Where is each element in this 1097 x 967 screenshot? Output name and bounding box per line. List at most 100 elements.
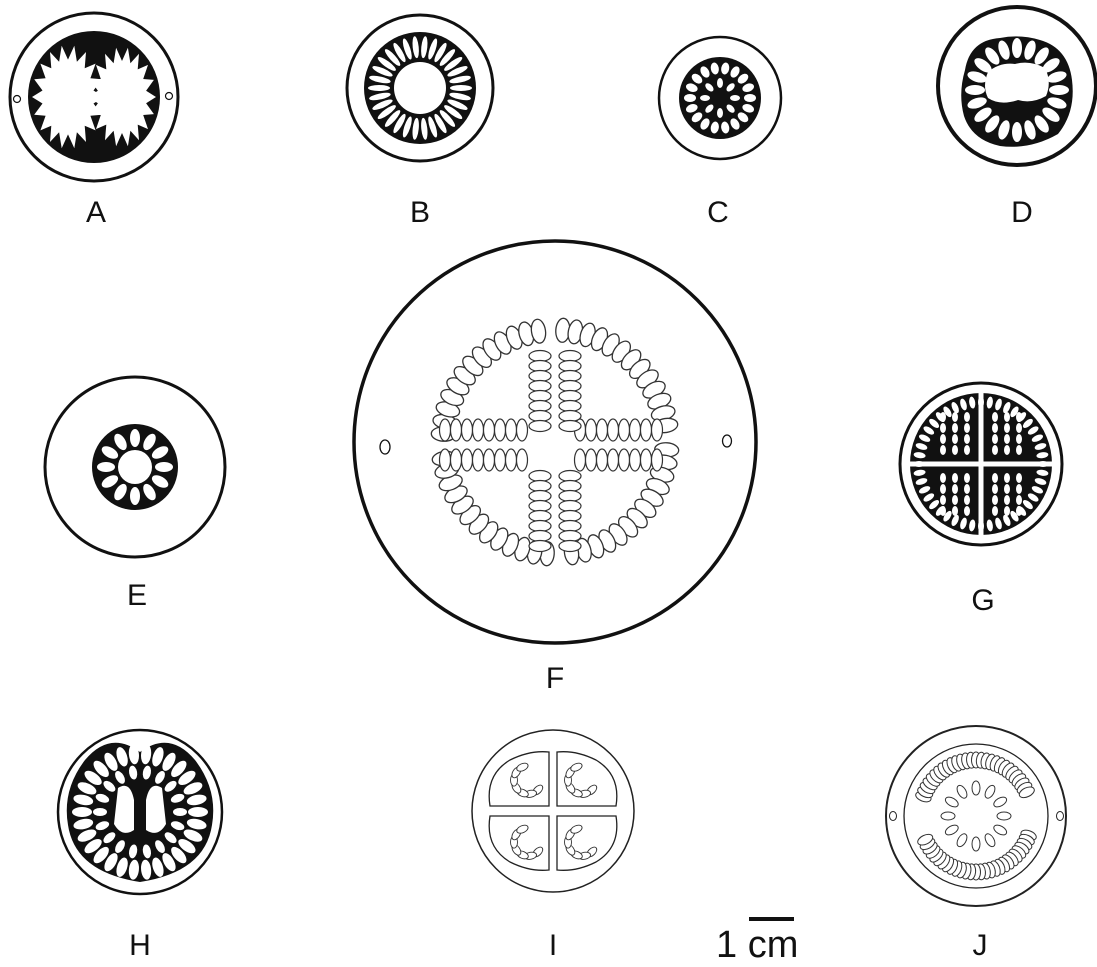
seed: [451, 419, 462, 441]
seed: [1004, 495, 1010, 505]
seed: [992, 445, 998, 455]
seed: [1012, 122, 1022, 142]
seed: [630, 449, 641, 471]
seed: [559, 421, 581, 432]
seed: [586, 449, 597, 471]
seed: [155, 462, 173, 472]
seed: [559, 371, 581, 382]
seed: [1016, 495, 1022, 505]
seed: [450, 85, 472, 91]
label-e: E: [127, 579, 147, 612]
seed: [517, 419, 528, 441]
section-e: E: [45, 377, 225, 612]
seed: [473, 419, 484, 441]
seed: [1016, 484, 1022, 494]
seed: [1004, 423, 1010, 433]
seed: [992, 412, 998, 422]
seed: [529, 511, 551, 522]
seed: [93, 808, 107, 816]
seed: [913, 461, 925, 467]
seed: [368, 85, 390, 91]
seed: [717, 108, 723, 118]
seed: [641, 419, 652, 441]
section-h: H: [58, 730, 222, 962]
seed: [940, 484, 946, 494]
seed: [173, 808, 187, 816]
scale-bar: 1 cm: [716, 919, 798, 966]
seed: [619, 449, 630, 471]
seed: [940, 473, 946, 483]
seed: [952, 495, 958, 505]
seed: [992, 434, 998, 444]
seed: [559, 401, 581, 412]
seed: [559, 501, 581, 512]
seed: [630, 419, 641, 441]
seed: [72, 807, 92, 817]
seed: [978, 396, 984, 408]
seed: [529, 371, 551, 382]
seed: [940, 412, 946, 422]
seed: [529, 531, 551, 542]
seed: [529, 361, 551, 372]
seed: [559, 351, 581, 362]
section-g: G: [900, 383, 1062, 617]
section-a: A: [10, 13, 178, 229]
seed: [529, 481, 551, 492]
seed: [1016, 434, 1022, 444]
seed: [972, 837, 980, 851]
seed: [1004, 445, 1010, 455]
label-b: B: [410, 196, 430, 229]
seed: [964, 434, 970, 444]
section-c: C: [659, 37, 781, 229]
seed: [188, 807, 208, 817]
seed: [1016, 506, 1022, 516]
seed: [451, 449, 462, 471]
seed: [130, 429, 140, 447]
seed: [941, 812, 955, 820]
seed: [462, 419, 473, 441]
seed: [940, 506, 946, 516]
seed: [952, 506, 958, 516]
label-f: F: [546, 662, 564, 695]
seed: [952, 423, 958, 433]
scale-bar-label: 1 cm: [716, 924, 798, 966]
seed: [495, 449, 506, 471]
seed: [717, 78, 723, 88]
seed: [730, 95, 740, 101]
seed: [965, 85, 985, 95]
seed: [744, 94, 756, 102]
seed: [484, 449, 495, 471]
seed: [964, 495, 970, 505]
seed: [972, 781, 980, 795]
label-a: A: [86, 196, 106, 229]
seed: [940, 445, 946, 455]
seed: [952, 445, 958, 455]
section-d: D: [938, 7, 1096, 229]
seed: [952, 412, 958, 422]
seed: [130, 487, 140, 505]
seed: [495, 419, 506, 441]
seed: [940, 434, 946, 444]
seed: [992, 506, 998, 516]
seed: [997, 812, 1011, 820]
seed: [940, 423, 946, 433]
seed: [559, 381, 581, 392]
seed: [462, 449, 473, 471]
seed: [529, 541, 551, 552]
seed: [992, 473, 998, 483]
seed: [559, 411, 581, 422]
label-c: C: [707, 196, 729, 229]
seed: [440, 419, 451, 441]
seed: [641, 449, 652, 471]
seed: [529, 421, 551, 432]
seed: [1016, 445, 1022, 455]
seed: [529, 381, 551, 392]
seed: [506, 419, 517, 441]
section-f: F: [354, 241, 756, 695]
seed: [1004, 506, 1010, 516]
section-b: B: [347, 15, 493, 229]
seed: [684, 94, 696, 102]
seed: [529, 491, 551, 502]
seed: [529, 471, 551, 482]
